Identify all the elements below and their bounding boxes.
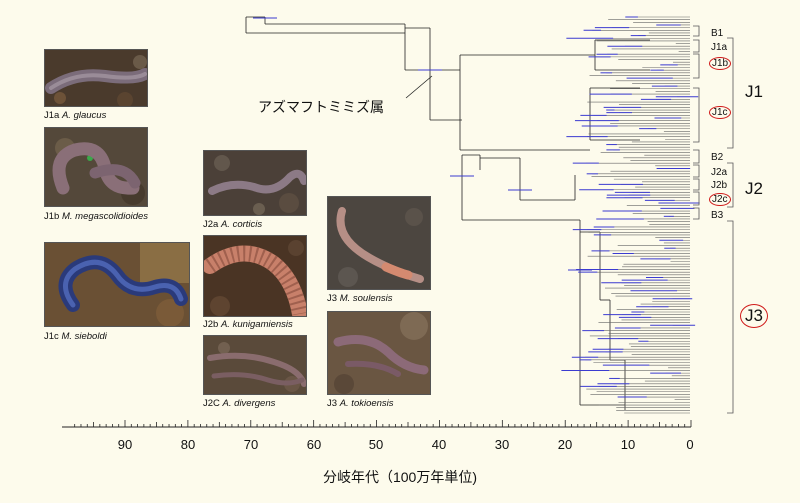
caption-j3-soulensis: J3 M. soulensis: [327, 293, 393, 304]
bracket-b2: [693, 149, 700, 164]
bracket-j2c: [693, 191, 700, 206]
clade-label-b1: B1: [711, 28, 724, 39]
photo-j2a-corticis: [203, 150, 307, 216]
earthworm-image: [328, 197, 430, 289]
tick-label-60: 60: [306, 437, 322, 452]
caption-j1a: J1a A. glaucus: [44, 110, 107, 121]
tree-branches: [245, 16, 650, 410]
tick-label-80: 80: [180, 437, 196, 452]
clade-label-j2c: J2c: [709, 193, 731, 206]
earthworm-image: [45, 128, 147, 206]
tick-label-40: 40: [431, 437, 447, 452]
tick-label-70: 70: [243, 437, 259, 452]
caption-j1c: J1c M. sieboldi: [44, 331, 107, 342]
clade-label-j1: J1: [745, 82, 763, 101]
photo-j2c-divergens: [203, 335, 307, 395]
clade-label-j3: J3: [740, 304, 768, 328]
caption-j3-tokioensis: J3 A. tokioensis: [327, 398, 394, 409]
clade-label-b3: B3: [711, 210, 724, 221]
clade-label-j2a: J2a: [711, 167, 728, 178]
clade-label-b2: B2: [711, 152, 724, 163]
earthworm-image: [328, 312, 430, 394]
bracket-j1: [727, 37, 734, 149]
tick-label-10: 10: [620, 437, 636, 452]
photo-j3-soulensis: [327, 196, 431, 290]
photo-j1c-sieboldi: [44, 242, 190, 327]
bracket-b1: [693, 25, 700, 37]
earthworm-image: [204, 336, 306, 394]
bracket-j3: [727, 220, 734, 414]
clade-label-j1c: J1c: [709, 106, 731, 119]
earthworm-image: [45, 50, 147, 106]
clade-label-j2b: J2b: [711, 180, 728, 191]
bracket-j2a: [693, 164, 700, 178]
earthworm-image: [204, 151, 306, 215]
photo-j1b-megascolidioides: [44, 127, 148, 207]
tick-label-20: 20: [557, 437, 573, 452]
bracket-j1a: [693, 39, 700, 53]
bracket-j2b: [693, 178, 700, 191]
clade-brackets: [693, 25, 734, 414]
time-axis: [62, 420, 692, 428]
tree-tips: [561, 16, 700, 414]
earthworm-image: [45, 243, 189, 326]
genus-pointer-line: [405, 75, 433, 99]
photo-j3-tokioensis: [327, 311, 431, 395]
tick-label-50: 50: [368, 437, 384, 452]
caption-j1b: J1b M. megascolidioides: [44, 211, 149, 222]
photo-j2b-kunigamiensis: [203, 235, 307, 317]
caption-j2a: J2a A. corticis: [203, 219, 263, 230]
bracket-j1c: [693, 87, 700, 143]
clade-label-j2: J2: [745, 179, 763, 198]
bracket-j1b: [693, 53, 700, 79]
bracket-b3: [693, 207, 700, 220]
photo-j1a-glaucus: [44, 49, 148, 107]
clade-label-j1a: J1a: [711, 42, 728, 53]
tick-label-30: 30: [494, 437, 510, 452]
tick-label-0: 0: [686, 437, 694, 452]
caption-j2c: J2C A. divergens: [203, 398, 276, 409]
genus-label: アズマフトミミズ属: [258, 99, 384, 115]
earthworm-image: [204, 236, 306, 316]
clade-label-j1b: J1b: [709, 57, 732, 70]
tick-label-90: 90: [117, 437, 133, 452]
axis-title: 分岐年代（100万年単位): [322, 469, 478, 485]
caption-j2b: J2b A. kunigamiensis: [203, 319, 293, 330]
bracket-j2: [727, 162, 734, 208]
